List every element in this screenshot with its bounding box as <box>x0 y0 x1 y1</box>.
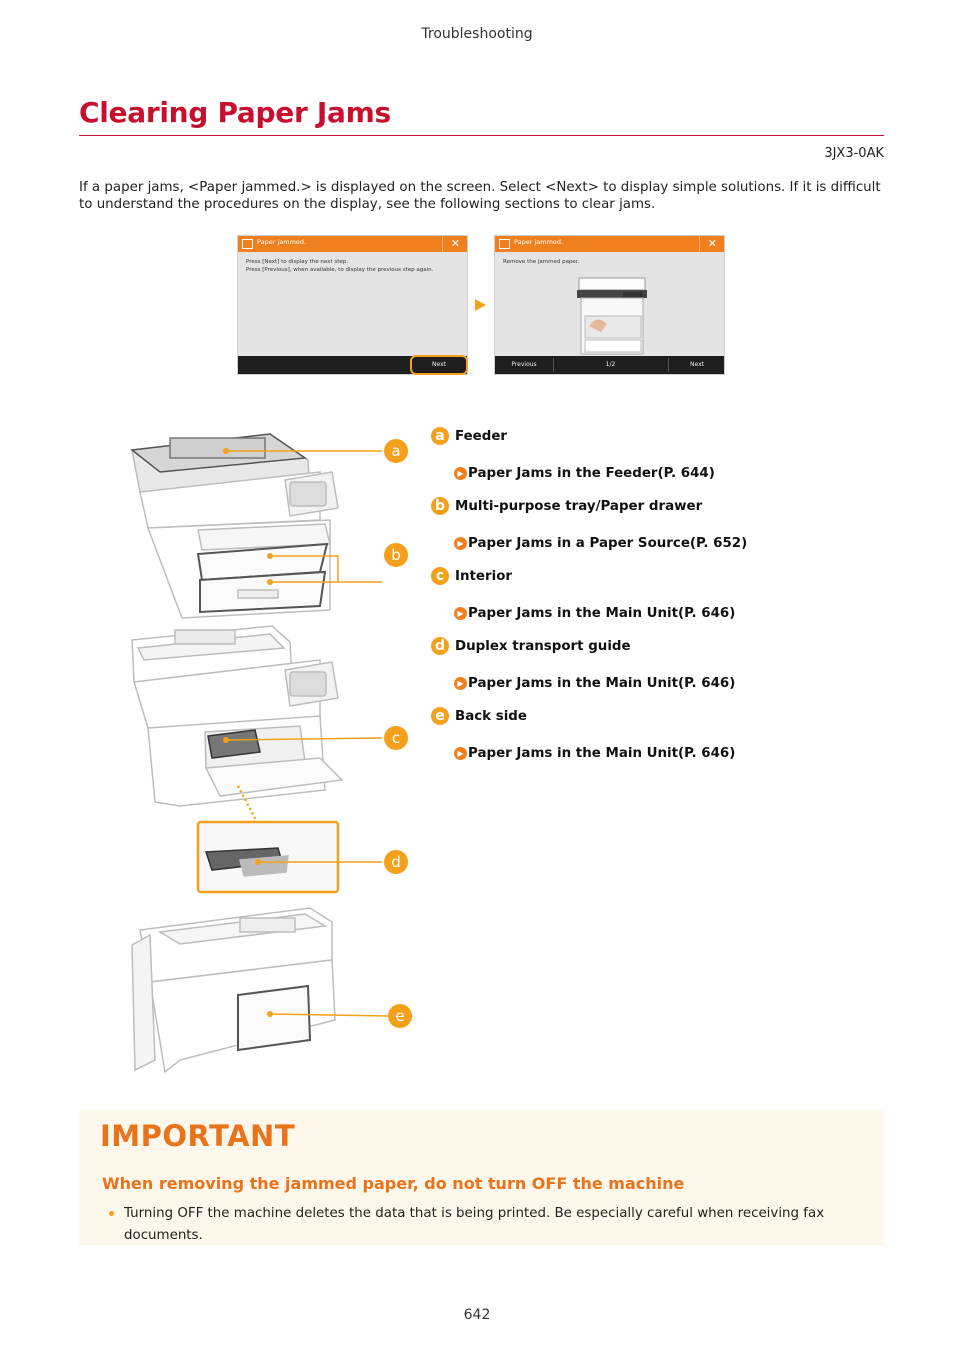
page-title: Clearing Paper Jams <box>79 96 391 129</box>
callout-label: Multi-purpose tray/Paper drawer <box>455 498 703 514</box>
link-arrow-icon: ▶ <box>454 537 467 550</box>
next-button[interactable]: Next <box>690 361 704 368</box>
running-header: Troubleshooting <box>421 26 533 42</box>
title-rule <box>79 135 884 136</box>
important-notice: IMPORTANT When removing the jammed paper… <box>79 1111 884 1245</box>
badge-d: d <box>431 637 449 655</box>
screen-title-bar: Paper jammed. ✕ <box>238 236 467 252</box>
link-paper-jams-main-unit[interactable]: ▶ Paper Jams in the Main Unit(P. 646) <box>454 606 735 621</box>
page-number: 642 <box>463 1307 491 1323</box>
link-paper-jams-main-unit[interactable]: ▶ Paper Jams in the Main Unit(P. 646) <box>454 676 735 691</box>
screen-title: Paper jammed. <box>514 238 564 246</box>
screen-message: Press [Next] to display the next step. P… <box>246 259 434 273</box>
important-heading: IMPORTANT <box>100 1119 296 1153</box>
screen-paper-jammed-1: Paper jammed. ✕ Press [Next] to display … <box>237 235 468 375</box>
callout-label: Duplex transport guide <box>455 638 631 654</box>
badge-a: a <box>431 427 449 445</box>
close-icon[interactable]: ✕ <box>707 237 717 250</box>
badge-c: c <box>431 567 449 585</box>
next-button[interactable]: Next <box>410 355 468 375</box>
callout-label: Feeder <box>455 428 508 444</box>
intro-paragraph: If a paper jams, <Paper jammed.> is disp… <box>79 180 881 212</box>
screen-message: Remove the jammed paper. <box>503 259 580 265</box>
printer-jam-locations-illustration: a b c d e <box>130 433 412 1074</box>
document-code: 3JX3-0AK <box>824 146 884 161</box>
paper-jam-icon <box>499 239 510 249</box>
callout-interior: c Interior ▶ Paper Jams in the Main Unit… <box>431 567 735 621</box>
badge-e: e <box>431 707 449 725</box>
printer-thumbnail-icon <box>577 277 647 355</box>
svg-text:a: a <box>391 442 400 460</box>
callout-feeder: a Feeder ▶ Paper Jams in the Feeder(P. 6… <box>431 427 715 481</box>
screen-footer: Previous 1/2 Next <box>495 356 724 374</box>
link-paper-jams-paper-source[interactable]: ▶ Paper Jams in a Paper Source(P. 652) <box>454 536 747 551</box>
screen-footer: Next <box>238 355 468 375</box>
svg-text:c: c <box>392 729 400 747</box>
link-arrow-icon: ▶ <box>454 607 467 620</box>
bullet-icon <box>109 1211 114 1216</box>
callout-label: Back side <box>455 708 527 724</box>
link-paper-jams-main-unit[interactable]: ▶ Paper Jams in the Main Unit(P. 646) <box>454 746 735 761</box>
screen-paper-jammed-2: Paper jammed. ✕ Remove the jammed paper.… <box>494 235 725 375</box>
next-step-arrow-icon <box>475 299 486 311</box>
callout-paper-drawer: b Multi-purpose tray/Paper drawer ▶ Pape… <box>431 497 747 551</box>
page-indicator: 1/2 <box>605 361 616 368</box>
previous-button[interactable]: Previous <box>511 361 537 368</box>
svg-text:e: e <box>395 1007 404 1025</box>
link-arrow-icon: ▶ <box>454 677 467 690</box>
callout-back-side: e Back side ▶ Paper Jams in the Main Uni… <box>431 707 735 761</box>
screen-title: Paper jammed. <box>257 238 307 246</box>
svg-text:b: b <box>391 546 401 564</box>
link-arrow-icon: ▶ <box>454 467 467 480</box>
badge-b: b <box>431 497 449 515</box>
svg-text:d: d <box>391 853 401 871</box>
important-bullet-text: Turning OFF the machine deletes the data… <box>124 1206 825 1243</box>
screen-title-bar: Paper jammed. ✕ <box>495 236 724 252</box>
close-icon[interactable]: ✕ <box>450 237 460 250</box>
important-subheading: When removing the jammed paper, do not t… <box>102 1174 685 1193</box>
callout-label: Interior <box>455 568 512 584</box>
paper-jam-icon <box>242 239 253 249</box>
link-arrow-icon: ▶ <box>454 747 467 760</box>
callout-duplex-guide: d Duplex transport guide ▶ Paper Jams in… <box>431 637 735 691</box>
link-paper-jams-feeder[interactable]: ▶ Paper Jams in the Feeder(P. 644) <box>454 466 715 481</box>
